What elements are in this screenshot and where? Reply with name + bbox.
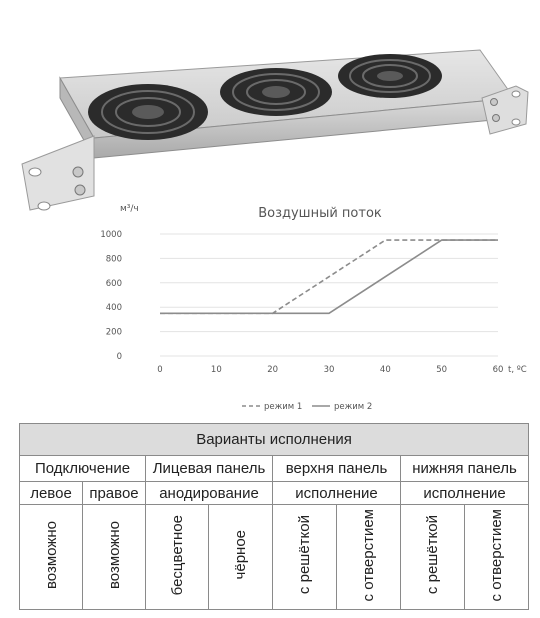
group-front-panel: Лицевая панель — [145, 455, 273, 482]
group-connection: Подключение — [19, 455, 146, 482]
option-label: возможно — [105, 521, 123, 589]
table-title: Варианты исполнения — [18, 423, 530, 456]
option-cell: с решёткой — [272, 504, 337, 610]
legend-label: режим 2 — [334, 402, 372, 412]
y-tick-label: 800 — [106, 254, 122, 264]
y-tick-label: 200 — [106, 328, 122, 338]
x-tick-label: 40 — [380, 365, 391, 375]
x-tick-label: 60 — [493, 365, 504, 375]
option-cell: с отверстием — [336, 504, 401, 610]
x-tick-label: 50 — [436, 365, 447, 375]
subgroup-right: правое — [82, 481, 146, 505]
option-label: с решёткой — [296, 515, 313, 595]
subgroup-top-execution: исполнение — [272, 481, 401, 505]
fan-grille-icon — [220, 68, 332, 116]
x-tick-label: 0 — [157, 365, 162, 375]
x-tick-label: 10 — [211, 365, 222, 375]
subgroup-anodizing: анодирование — [145, 481, 273, 505]
group-top-panel: верхня панель — [272, 455, 401, 482]
option-cell: чёрное — [208, 504, 273, 610]
group-bottom-panel: нижняя панель — [399, 455, 530, 482]
x-tick-label: 30 — [324, 365, 335, 375]
y-tick-label: 600 — [106, 279, 122, 289]
y-axis-label: м³/ч — [120, 204, 139, 214]
y-tick-label: 1000 — [100, 230, 122, 240]
subgroup-bottom-execution: исполнение — [399, 481, 530, 505]
series-line-2 — [160, 239, 498, 315]
option-label: чёрное — [232, 530, 249, 580]
chart-title: Воздушный поток — [258, 206, 382, 221]
option-cell: бесцветное — [145, 504, 209, 610]
y-tick-label: 0 — [117, 352, 122, 362]
subgroup-left: левое — [19, 481, 83, 505]
option-cell: с отверстием — [463, 504, 530, 610]
fan-panel-photo — [21, 49, 529, 211]
airflow-chart: 0 200 400 600 800 1000 0 10 20 30 40 50 60 t, ºC режи… — [100, 198, 540, 420]
variants-table: Варианты исполнения Подключение Лицевая … — [18, 423, 530, 610]
fan-grille-icon — [88, 84, 208, 140]
x-axis-label: t, ºC — [508, 365, 527, 375]
option-label: с отверстием — [488, 508, 506, 602]
y-tick-label: 400 — [106, 303, 122, 313]
option-label: возможно — [42, 521, 60, 589]
x-tick-label: 20 — [267, 365, 278, 375]
option-cell: с решёткой — [400, 504, 465, 610]
series-line-1 — [160, 239, 498, 315]
chart-canvas: 0 200 400 600 800 1000 0 10 20 30 40 50 60 t, ºC режи… — [100, 230, 527, 412]
option-label: с отверстием — [360, 508, 377, 602]
option-cell: возможно — [19, 504, 83, 610]
option-cell: возможно — [82, 504, 146, 610]
fan-grille-icon — [338, 54, 442, 98]
option-label: с решёткой — [424, 515, 441, 595]
option-label: бесцветное — [168, 514, 186, 596]
legend-label: режим 1 — [264, 402, 302, 412]
